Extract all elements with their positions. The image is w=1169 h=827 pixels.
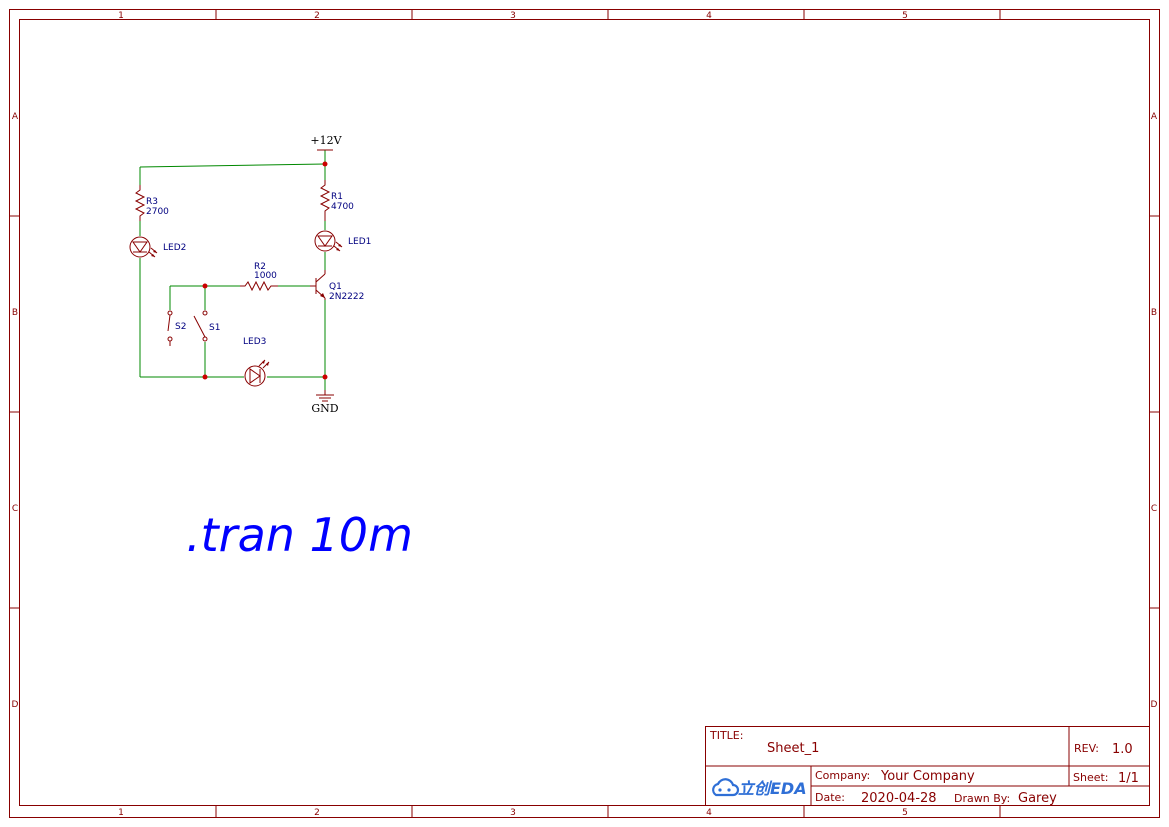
- company-label: Company:: [815, 769, 870, 782]
- logo-text: 立创EDA: [738, 779, 807, 798]
- switch-s1[interactable]: S1: [193, 310, 220, 342]
- date-value: 2020-04-28: [861, 791, 937, 806]
- row-label-right-d: D: [1151, 700, 1158, 710]
- resistor-r3[interactable]: R3 2700: [134, 185, 169, 221]
- s1-ref: S1: [209, 323, 220, 333]
- wires[interactable]: [139, 150, 326, 395]
- column-dividers: [215, 10, 1001, 817]
- q1-value: 2N2222: [329, 292, 364, 302]
- rev-value: 1.0: [1112, 742, 1133, 757]
- power-12v-symbol[interactable]: +12V: [310, 134, 343, 151]
- row-label-left-b: B: [12, 308, 18, 318]
- lceda-logo: 立创EDA: [712, 778, 807, 798]
- col-label-bottom-2: 2: [314, 808, 320, 818]
- row-dividers: [10, 215, 1159, 609]
- drawn-by-label: Drawn By:: [954, 792, 1010, 805]
- ground-symbol[interactable]: GND: [311, 390, 339, 415]
- light-arrow-icon: [266, 362, 269, 366]
- resistor-r2[interactable]: R2 1000: [240, 262, 278, 292]
- col-label-bottom-5: 5: [902, 808, 908, 818]
- r3-ref: R3: [146, 197, 158, 207]
- light-arrow-icon: [336, 248, 340, 251]
- col-label-top-4: 4: [706, 11, 712, 21]
- light-arrow-icon: [153, 250, 157, 253]
- transistor-q1[interactable]: Q1 2N2222: [310, 270, 364, 302]
- r1-ref: R1: [331, 192, 343, 202]
- r2-value: 1000: [254, 271, 277, 281]
- junction-dot: [322, 374, 328, 380]
- net-label-12v: +12V: [310, 134, 342, 147]
- col-label-top-1: 1: [118, 11, 124, 21]
- inner-frame: [19, 19, 1150, 806]
- sheet-value: 1/1: [1118, 771, 1139, 786]
- spice-directive[interactable]: .tran 10m: [186, 508, 413, 562]
- row-label-left-a: A: [12, 112, 19, 122]
- col-label-bottom-1: 1: [118, 808, 124, 818]
- col-label-bottom-3: 3: [510, 808, 516, 818]
- row-label-left-d: D: [12, 700, 19, 710]
- col-label-bottom-4: 4: [706, 808, 712, 818]
- col-label-top-5: 5: [902, 11, 908, 21]
- cloud-logo-icon: [712, 778, 740, 797]
- row-label-left-c: C: [12, 504, 18, 514]
- company-value: Your Company: [880, 769, 975, 784]
- led3-ref: LED3: [243, 337, 266, 347]
- light-arrow-icon: [262, 360, 265, 364]
- junctions: [202, 161, 328, 380]
- light-arrow-icon: [151, 254, 155, 257]
- led1-ref: LED1: [348, 237, 371, 247]
- led-led1[interactable]: LED1: [314, 230, 371, 252]
- row-label-right-a: A: [1151, 112, 1158, 122]
- junction-dot: [202, 374, 208, 380]
- title-block: TITLE: Sheet_1 REV: 1.0 Company: Your Co…: [705, 726, 1150, 806]
- r2-ref: R2: [254, 262, 266, 272]
- date-label: Date:: [815, 791, 845, 804]
- resistor-r1[interactable]: R1 4700: [319, 180, 354, 221]
- led2-ref: LED2: [163, 243, 186, 253]
- light-arrow-icon: [338, 244, 342, 247]
- row-label-right-b: B: [1151, 308, 1157, 318]
- net-label-gnd: GND: [311, 402, 338, 415]
- outer-frame: [9, 9, 1160, 818]
- r3-value: 2700: [146, 207, 169, 217]
- s2-ref: S2: [175, 322, 186, 332]
- title-label: TITLE:: [709, 729, 743, 742]
- sheet-label: Sheet:: [1073, 771, 1109, 784]
- wire-top-rail[interactable]: [139, 163, 326, 168]
- switch-s2[interactable]: S2: [167, 310, 186, 346]
- junction-dot: [322, 161, 328, 167]
- rev-label: REV:: [1074, 742, 1099, 755]
- drawn-by-value: Garey: [1018, 791, 1057, 806]
- r1-value: 4700: [331, 202, 354, 212]
- col-label-top-3: 3: [510, 11, 516, 21]
- led-led2[interactable]: LED2: [129, 236, 186, 258]
- sheet-title: Sheet_1: [767, 741, 819, 756]
- col-label-top-2: 2: [314, 11, 320, 21]
- row-label-right-c: C: [1151, 504, 1157, 514]
- q1-ref: Q1: [329, 282, 342, 292]
- led-led3[interactable]: LED3: [243, 337, 270, 387]
- junction-dot: [202, 283, 208, 289]
